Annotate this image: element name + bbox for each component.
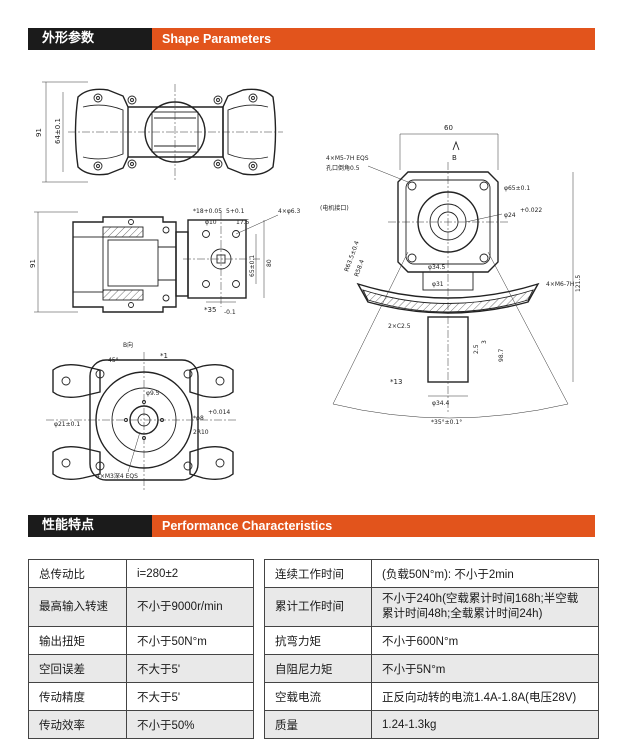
front-width-tol: -0.1 xyxy=(224,309,236,316)
side-d31-label: φ31 xyxy=(432,281,444,288)
table-row: 传动效率 不小于50% 质量 1.24-1.3kg xyxy=(28,710,599,739)
front-height-label: 91 xyxy=(29,259,37,268)
performance-title-cn: 性能特点 xyxy=(28,515,152,537)
drawing-svg: 91 64±0.1 91 xyxy=(29,81,582,490)
row-value: i=280±2 xyxy=(126,559,254,588)
row-value: 不小于5N°m xyxy=(371,654,599,683)
side-view: 60 B 4×M5-7H EQS 孔口倒角0.5 (电机接口) φ65±0.1 … xyxy=(320,124,582,426)
technical-drawing: 91 64±0.1 91 xyxy=(28,62,595,502)
row-value: 不小于50% xyxy=(126,710,254,739)
row-value: 正反向动转的电流1.4A-1.8A(电压28V) xyxy=(371,682,599,711)
bottom-view: B向 45° *1 φ9.5 *φ8 +0.014 2R10 φ21±0.1 4… xyxy=(46,341,238,490)
row-value: 不小于9000r/min xyxy=(126,587,254,627)
front-h1-label: 65±0.1 xyxy=(249,255,256,277)
side-h98-label: 98.7 xyxy=(498,348,505,362)
side-thread-label: 4×M5-7H EQS xyxy=(326,155,369,162)
row-value: 不小于600N°m xyxy=(371,626,599,655)
side-13-label: *13 xyxy=(390,378,402,386)
row-key: 空回误差 xyxy=(28,654,127,683)
row-key: 累计工作时间 xyxy=(264,587,372,627)
table-row: 传动精度 不大于5' 空载电流 正反向动转的电流1.4A-1.8A(电压28V) xyxy=(28,682,599,711)
table-row: 总传动比 i=280±2 连续工作时间 (负载50N°m): 不小于2min xyxy=(28,559,599,588)
side-d65-label: φ65±0.1 xyxy=(504,185,530,192)
front-width-label: *35 xyxy=(204,306,216,314)
shape-title-cn: 外形参数 xyxy=(28,28,152,50)
side-m6-label: 4×M6-7H xyxy=(546,281,574,288)
row-key: 自阻尼力矩 xyxy=(264,654,372,683)
bottom-r2-label: 2R10 xyxy=(193,429,209,436)
side-h121-label: 121.5 xyxy=(575,275,582,292)
side-h25-label: 2.5 xyxy=(473,344,480,354)
row-key: 最高输入转速 xyxy=(28,587,127,627)
side-h3-label: 3 xyxy=(481,340,488,344)
side-motor-port: (电机接口) xyxy=(320,204,349,212)
row-key: 传动效率 xyxy=(28,710,127,739)
row-value: 不大于5' xyxy=(126,682,254,711)
side-35-label: *35°±0.1° xyxy=(431,419,462,426)
row-value: 不小于50N°m xyxy=(126,626,254,655)
top-inner-label: 64±0.1 xyxy=(54,118,62,144)
side-arc-2: R58.4 xyxy=(353,259,366,278)
side-d345-label: φ34.5 xyxy=(428,264,446,271)
bottom-bolts-label: 4×M3深4 EQS xyxy=(96,472,138,480)
row-key: 空载电流 xyxy=(264,682,372,711)
performance-table: 总传动比 i=280±2 连续工作时间 (负载50N°m): 不小于2min 最… xyxy=(28,559,599,739)
side-d24-label: φ24 xyxy=(504,212,516,219)
front-label-2: 5+0.1 xyxy=(226,208,245,215)
bottom-view-b-label: B向 xyxy=(123,341,133,349)
row-value: (负载50N°m): 不小于2min xyxy=(371,559,599,588)
row-key: 抗弯力矩 xyxy=(264,626,372,655)
bottom-d8-tol: +0.014 xyxy=(208,409,230,416)
bottom-d8-label: *φ8 xyxy=(193,415,204,422)
side-b-label: B xyxy=(452,154,457,162)
shape-parameters-header: 外形参数 Shape Parameters xyxy=(28,28,595,50)
row-key: 连续工作时间 xyxy=(264,559,372,588)
front-d10-label: φ10 xyxy=(205,219,217,226)
bottom-d21-label: φ21±0.1 xyxy=(54,421,80,428)
side-d24-tol: +0.022 xyxy=(520,207,542,214)
row-value: 1.24-1.3kg xyxy=(371,710,599,739)
side-d344-label: φ34.4 xyxy=(432,400,450,407)
performance-title-en: Performance Characteristics xyxy=(152,515,595,537)
table-row: 输出扭矩 不小于50N°m 抗弯力矩 不小于600N°m xyxy=(28,626,599,655)
row-value: 不小于240h(空载累计时间168h;半空载累计时间48h;全载累计时间24h) xyxy=(371,587,599,627)
row-value: 不大于5' xyxy=(126,654,254,683)
bottom-d95-label: φ9.5 xyxy=(146,390,160,397)
row-key: 总传动比 xyxy=(28,559,127,588)
front-holes-label: 4×φ6.3 xyxy=(278,208,301,215)
table-row: 空回误差 不大于5' 自阻尼力矩 不小于5N°m xyxy=(28,654,599,683)
row-key: 输出扭矩 xyxy=(28,626,127,655)
front-view: 91 *18+0.05 5+0.1 4×φ6.3 φ10 17.5 65±0.1… xyxy=(29,208,301,316)
performance-header: 性能特点 Performance Characteristics xyxy=(28,515,595,537)
top-height-label: 91 xyxy=(35,128,43,137)
row-key: 质量 xyxy=(264,710,372,739)
side-chamfer-label: 2×C2.5 xyxy=(388,323,411,330)
front-d17-label: 17.5 xyxy=(236,219,250,226)
front-h2-label: 80 xyxy=(266,259,273,267)
table-row: 最高输入转速 不小于9000r/min 累计工作时间 不小于240h(空载累计时… xyxy=(28,587,599,627)
side-width-label: 60 xyxy=(444,124,453,132)
row-key: 传动精度 xyxy=(28,682,127,711)
front-label-1: *18+0.05 xyxy=(193,208,222,215)
bottom-1-label: *1 xyxy=(160,352,168,360)
side-thread-label-2: 孔口倒角0.5 xyxy=(326,164,360,172)
top-view: 91 64±0.1 xyxy=(35,81,283,183)
shape-title-en: Shape Parameters xyxy=(152,28,595,50)
